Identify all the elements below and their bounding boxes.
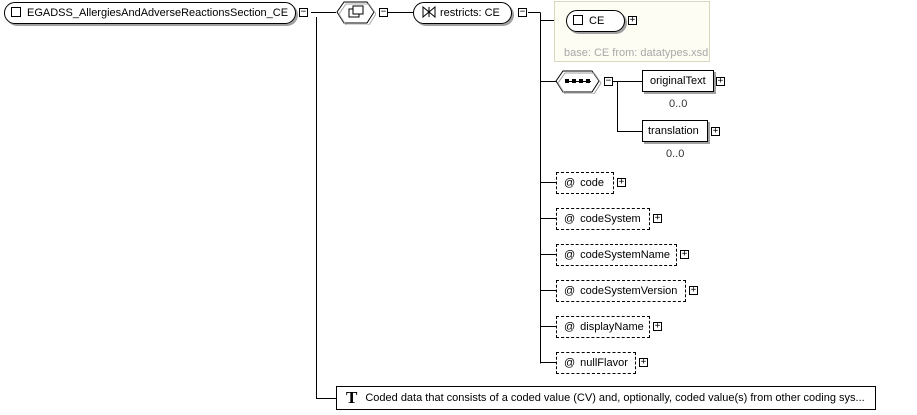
element-translation-box[interactable]: translation	[642, 120, 708, 142]
root-element-label: EGADSS_AllergiesAndAdverseReactionsSecti…	[27, 7, 289, 19]
translation-occurrence: 0..0	[666, 148, 685, 160]
attribute-at-icon: @	[564, 357, 576, 369]
restricts-label: restricts: CE	[440, 7, 500, 19]
sequence-compositor-icon[interactable]	[555, 70, 603, 94]
attribute-displayname-box[interactable]: @ displayName	[556, 316, 650, 338]
codesystemname-expand-toggle[interactable]: +	[680, 249, 689, 259]
element-label: translation	[648, 125, 699, 137]
restricts-box[interactable]: restricts: CE	[413, 2, 512, 24]
root-element-box[interactable]: EGADSS_AllergiesAndAdverseReactionsSecti…	[4, 2, 296, 24]
annotation-box[interactable]: T Coded data that consists of a coded val…	[336, 386, 876, 410]
attribute-at-icon: @	[564, 285, 576, 297]
element-originaltext-box[interactable]: originalText	[642, 70, 714, 92]
attribute-nullflavor-box[interactable]: @ nullFlavor	[556, 352, 636, 374]
attribute-code-box[interactable]: @ code	[556, 172, 614, 194]
sequence-collapse-toggle[interactable]: −	[604, 76, 613, 86]
attribute-label: codeSystem	[580, 213, 641, 225]
ce-expand-toggle[interactable]: +	[628, 15, 637, 25]
attribute-at-icon: @	[564, 249, 576, 261]
attribute-label: displayName	[580, 321, 644, 333]
ce-type-box[interactable]: CE	[566, 10, 625, 32]
text-annotation-icon: T	[346, 388, 358, 408]
restricts-collapse-toggle[interactable]: −	[518, 7, 527, 17]
attribute-codesystemversion-box[interactable]: @ codeSystemVersion	[556, 280, 686, 302]
attribute-label: codeSystemVersion	[580, 285, 678, 297]
nullflavor-expand-toggle[interactable]: +	[639, 357, 648, 367]
restriction-icon	[422, 6, 436, 19]
annotation-text: Coded data that consists of a coded valu…	[365, 392, 865, 404]
root-collapse-toggle[interactable]: −	[299, 7, 308, 17]
originaltext-expand-toggle[interactable]: +	[716, 76, 725, 86]
attribute-codesystem-box[interactable]: @ codeSystem	[556, 208, 650, 230]
attribute-at-icon: @	[564, 213, 576, 225]
displayname-expand-toggle[interactable]: +	[653, 321, 662, 331]
attribute-at-icon: @	[564, 177, 576, 189]
attribute-codesystemname-box[interactable]: @ codeSystemName	[556, 244, 677, 266]
ce-type-label: CE	[589, 15, 605, 27]
translation-expand-toggle[interactable]: +	[711, 126, 720, 136]
codesystem-expand-toggle[interactable]: +	[653, 213, 662, 223]
choice-compositor-icon[interactable]	[336, 1, 376, 25]
element-square-icon	[11, 7, 21, 18]
attribute-at-icon: @	[564, 321, 576, 333]
attribute-label: codeSystemName	[580, 249, 671, 261]
originaltext-occurrence: 0..0	[669, 98, 688, 110]
element-square-icon	[573, 15, 583, 26]
attribute-label: code	[580, 177, 605, 189]
element-label: originalText	[650, 75, 706, 87]
codesystemversion-expand-toggle[interactable]: +	[689, 285, 698, 295]
attribute-label: nullFlavor	[580, 357, 628, 369]
choice-collapse-toggle[interactable]: −	[379, 7, 388, 17]
code-expand-toggle[interactable]: +	[617, 177, 626, 187]
base-type-caption: base: CE from: datatypes.xsd	[564, 47, 709, 59]
